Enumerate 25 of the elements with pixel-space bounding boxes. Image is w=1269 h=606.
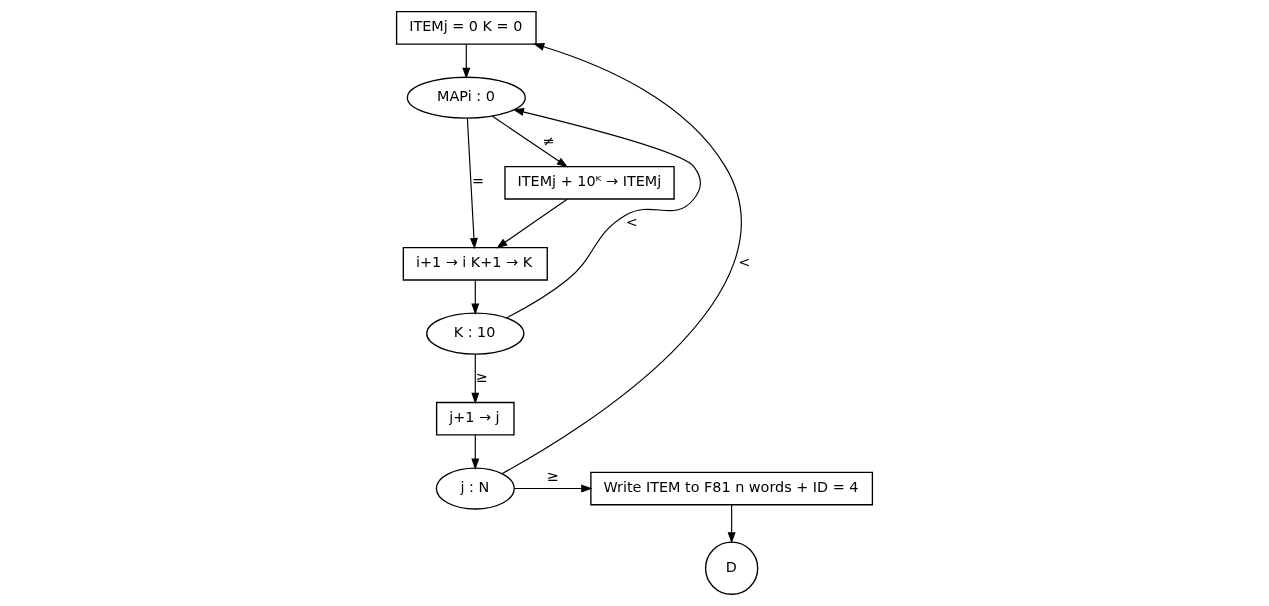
arrow <box>513 484 593 493</box>
edge-label: = <box>471 173 485 190</box>
arrow <box>727 504 736 544</box>
node-ellipse: K : 10 <box>426 312 525 355</box>
node-box: ITEMj + 10ᴷ → ITEMj <box>504 165 675 200</box>
node-box: j+1 → j <box>435 401 515 436</box>
edge-label: ≥ <box>475 368 488 385</box>
edge-label: < <box>625 213 638 230</box>
arrow <box>466 117 478 250</box>
node-circle: D <box>704 541 759 595</box>
node-box: ITEMj = 0 K = 0 <box>395 11 537 45</box>
arrow <box>506 108 701 319</box>
edge-label: ≠ <box>542 132 555 149</box>
arrow <box>471 434 480 470</box>
node-ellipse: j : N <box>435 467 515 510</box>
node-box: Write ITEM to F81 n words + ID = 4 <box>590 471 874 506</box>
arrow <box>462 43 471 80</box>
edge-label: ≥ <box>546 468 559 485</box>
arrow <box>471 279 480 315</box>
edge-label: < <box>738 254 751 271</box>
arrow <box>471 353 480 405</box>
node-box: i+1 → i K+1 → K <box>402 246 548 281</box>
arrow <box>491 115 569 168</box>
arrow <box>501 43 742 475</box>
arrow <box>496 198 568 249</box>
